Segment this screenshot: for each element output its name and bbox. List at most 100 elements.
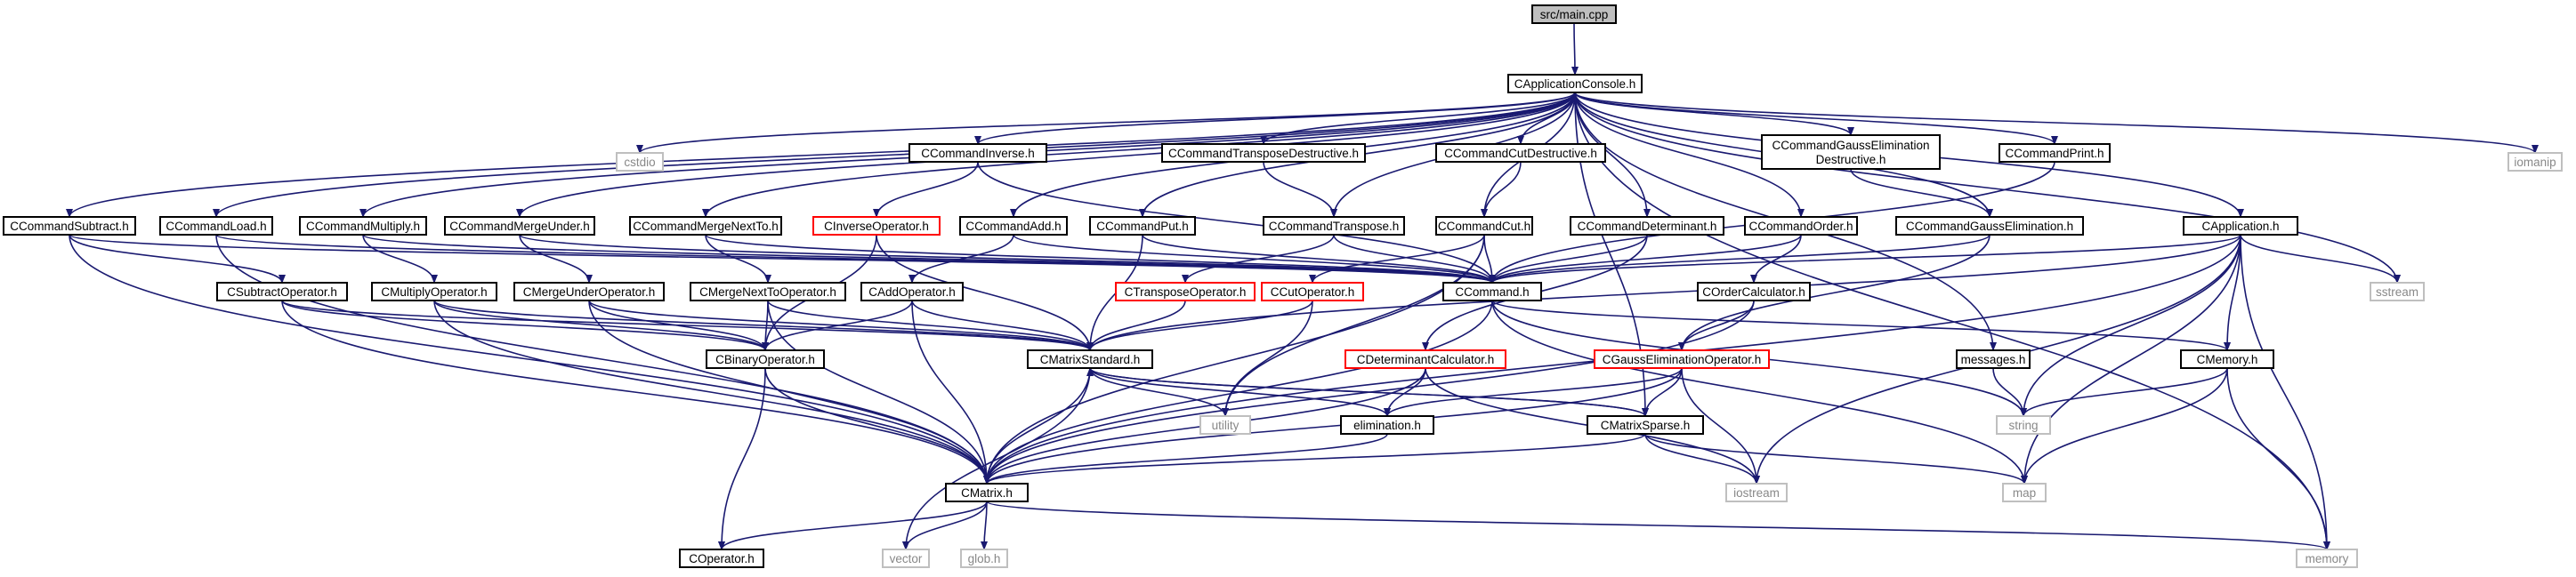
edge-gauss_op-to-cmatrix — [983, 367, 1683, 485]
node-cut[interactable]: CCommandCut.h — [1435, 216, 1533, 236]
edge-application-to-memory — [2240, 234, 2330, 550]
node-determinant[interactable]: CCommandDeterminant.h — [1570, 216, 1724, 236]
node-inverse-h[interactable]: CCommandInverse.h — [908, 143, 1047, 163]
node-cmemory[interactable]: CMemory.h — [2180, 349, 2274, 369]
node-load[interactable]: CCommandLoad.h — [159, 216, 273, 236]
edge-msparse-to-iostream — [1644, 433, 1760, 485]
node-box — [1725, 483, 1788, 502]
node-cut-d[interactable]: CCommandCutDestructive.h — [1435, 143, 1606, 163]
node-label: CCommandMergeUnder.h — [449, 220, 590, 233]
node-label: CBinaryOperator.h — [715, 353, 815, 366]
node-glob[interactable]: glob.h — [960, 549, 1008, 568]
node-label: CCommandPrint.h — [2005, 147, 2104, 160]
node-box — [1999, 143, 2111, 163]
node-add[interactable]: CCommandAdd.h — [959, 216, 1068, 236]
node-mu-op[interactable]: CMergeUnderOperator.h — [513, 282, 665, 301]
edge-cut_d-to-cut — [1481, 161, 1522, 218]
edge-mn_op-to-cmatrix — [767, 300, 990, 485]
node-vector[interactable]: vector — [882, 549, 930, 568]
node-iomanip[interactable]: iomanip — [2507, 152, 2563, 172]
node-label: glob.h — [968, 552, 1001, 565]
edge-order_calc-to-gauss_op — [1678, 300, 1755, 351]
node-label: iostream — [1733, 486, 1780, 500]
node-label: CMultiplyOperator.h — [381, 285, 487, 299]
node-label: CCommandCut.h — [1438, 220, 1530, 233]
node-order[interactable]: CCommandOrder.h — [1744, 216, 1858, 236]
node-mstandard[interactable]: CMatrixStandard.h — [1027, 349, 1153, 369]
node-label: CCommandTransposeDestructive.h — [1168, 147, 1359, 160]
node-box — [1996, 415, 2051, 435]
node-main[interactable]: src/main.cpp — [1531, 4, 1617, 24]
node-iostream[interactable]: iostream — [1725, 483, 1788, 502]
node-box — [882, 549, 930, 568]
node-box — [1161, 143, 1366, 163]
edge-add-to-add_op — [908, 234, 1014, 284]
node-order-calc[interactable]: COrderCalculator.h — [1697, 282, 1811, 301]
edge-command-to-map — [1491, 300, 2028, 485]
node-multiply[interactable]: CCommandMultiply.h — [299, 216, 427, 236]
node-label: messages.h — [1961, 353, 2026, 366]
edge-merge_next-to-command — [705, 234, 1496, 284]
edge-app_console-to-merge_next — [702, 92, 1576, 218]
node-merge-next[interactable]: CCommandMergeNextTo.h — [629, 216, 782, 236]
node-elimination[interactable]: elimination.h — [1340, 415, 1434, 435]
node-binary-op[interactable]: CBinaryOperator.h — [706, 349, 825, 369]
node-box — [960, 549, 1008, 568]
node-mul-op[interactable]: CMultiplyOperator.h — [371, 282, 497, 301]
node-gauss-op[interactable]: CGaussEliminationOperator.h — [1594, 349, 1770, 369]
node-command[interactable]: CCommand.h — [1442, 282, 1542, 301]
node-application[interactable]: CApplication.h — [2183, 216, 2298, 236]
edge-app_console-to-inverse_h — [974, 92, 1576, 145]
node-sub-op[interactable]: CSubtractOperator.h — [216, 282, 348, 301]
edge-binary_op-to-cmatrix — [764, 367, 990, 485]
node-inverse-op[interactable]: CInverseOperator.h — [812, 216, 941, 236]
edge-multiply-to-command — [362, 234, 1496, 284]
node-transpose[interactable]: CCommandTranspose.h — [1263, 216, 1405, 236]
node-box — [513, 282, 665, 301]
node-cut-op[interactable]: CCutOperator.h — [1261, 282, 1364, 301]
node-cstdio[interactable]: cstdio — [616, 152, 664, 172]
edge-mul_op-to-mstandard — [433, 300, 1094, 351]
edge-load-to-cmatrix — [215, 234, 990, 485]
node-map[interactable]: map — [2002, 483, 2047, 502]
node-label: CApplication.h — [2201, 220, 2279, 233]
node-msparse[interactable]: CMatrixSparse.h — [1587, 415, 1704, 435]
node-app-console[interactable]: CApplicationConsole.h — [1507, 74, 1643, 93]
node-det-calc[interactable]: CDeterminantCalculator.h — [1345, 349, 1506, 369]
edge-put-to-command — [1142, 234, 1496, 284]
node-box — [706, 349, 825, 369]
node-subtract[interactable]: CCommandSubtract.h — [3, 216, 136, 236]
node-label: CCutOperator.h — [1271, 285, 1355, 299]
node-label: CInverseOperator.h — [824, 220, 929, 233]
node-box — [1594, 349, 1770, 369]
node-mn-op[interactable]: CMergeNextToOperator.h — [690, 282, 846, 301]
edge-app_console-to-load — [213, 92, 1576, 218]
node-sstream[interactable]: sstream — [2370, 282, 2425, 301]
edge-transpose_d-to-transpose — [1263, 161, 1337, 218]
node-add-op[interactable]: CAddOperator.h — [860, 282, 964, 301]
node-put[interactable]: CCommandPut.h — [1089, 216, 1196, 236]
node-transpose-d[interactable]: CCommandTransposeDestructive.h — [1161, 143, 1366, 163]
node-label: elimination.h — [1353, 419, 1421, 432]
node-gauss[interactable]: CCommandGaussElimination.h — [1895, 216, 2084, 236]
edge-command-to-cmemory — [1491, 300, 2231, 351]
edge-cmemory-to-string — [2020, 367, 2228, 417]
node-label: CAddOperator.h — [868, 285, 956, 299]
edge-application-to-mstandard — [1086, 234, 2241, 351]
node-memory[interactable]: memory — [2296, 549, 2358, 568]
node-cmatrix[interactable]: CMatrix.h — [945, 483, 1029, 502]
node-box — [679, 549, 764, 568]
node-transpose-op[interactable]: CTransposeOperator.h — [1115, 282, 1256, 301]
node-utility[interactable]: utility — [1199, 415, 1251, 435]
edge-mu_op-to-cmatrix — [588, 300, 990, 485]
node-merge-under[interactable]: CCommandMergeUnder.h — [444, 216, 595, 236]
node-messages[interactable]: messages.h — [1956, 349, 2031, 369]
edge-application-to-string — [2020, 234, 2241, 417]
node-coperator[interactable]: COperator.h — [679, 549, 764, 568]
edge-subtract-to-command — [69, 234, 1496, 284]
node-string[interactable]: string — [1996, 415, 2051, 435]
node-label: memory — [2305, 552, 2349, 565]
node-print-h[interactable]: CCommandPrint.h — [1999, 143, 2111, 163]
node-label: iomanip — [2514, 156, 2556, 169]
